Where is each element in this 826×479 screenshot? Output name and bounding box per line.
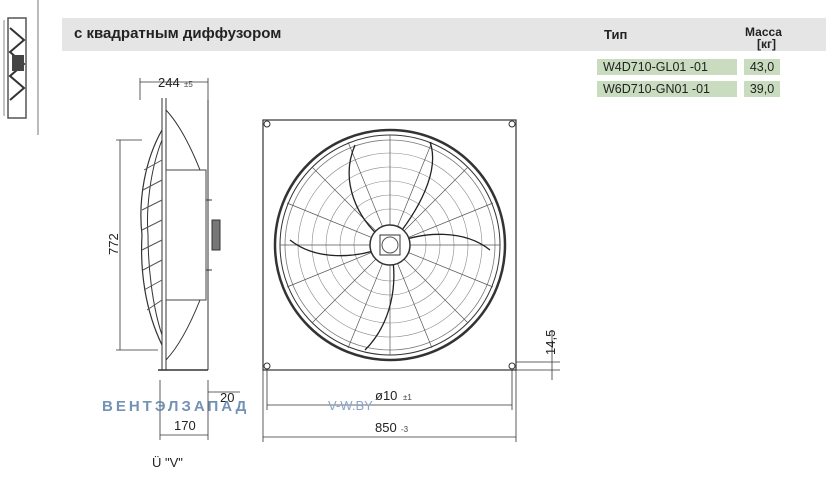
watermark-brand: ВЕНТЭЛЗАПАД xyxy=(102,398,250,415)
dim-base: 170 xyxy=(174,418,196,433)
header-bar xyxy=(62,18,826,51)
dim-hole-tol: ±1 xyxy=(403,393,412,402)
mass-label: Масса xyxy=(745,25,782,39)
side-view xyxy=(140,98,221,371)
model-mass-1: 43,0 xyxy=(744,59,780,75)
section-title: с квадратным диффузором xyxy=(74,25,282,42)
fan-technical-drawing: 244 ±5 772 20 170 xyxy=(106,75,560,442)
dim-width: 850 xyxy=(375,420,397,435)
dim-depth: 244 xyxy=(158,75,180,90)
watermark-site: V-W.BY xyxy=(328,398,373,413)
model-mass-2: 39,0 xyxy=(744,81,780,97)
dim-depth-tol: ±5 xyxy=(184,80,193,89)
fan-thumbnail xyxy=(3,0,39,135)
mass-unit: [кг] xyxy=(757,37,776,51)
model-type-2: W6D710-GN01 -01 xyxy=(597,81,737,97)
front-view xyxy=(262,119,517,371)
side-view-dimensions xyxy=(116,78,240,440)
dim-width-tol: -3 xyxy=(401,425,409,434)
dim-bottom-offset: 20 xyxy=(220,390,234,405)
model-type-1: W4D710-GL01 -01 xyxy=(597,59,737,75)
column-header-type: Тип xyxy=(604,27,628,42)
dim-height: 772 xyxy=(106,233,121,255)
column-header-mass: Масса [кг] xyxy=(745,26,782,50)
front-view-dimensions xyxy=(262,330,560,442)
view-label: Ü "V" xyxy=(152,455,183,470)
dim-hole-offset: 14,5 xyxy=(543,330,558,355)
dim-hole-diameter: ø10 xyxy=(375,388,397,403)
